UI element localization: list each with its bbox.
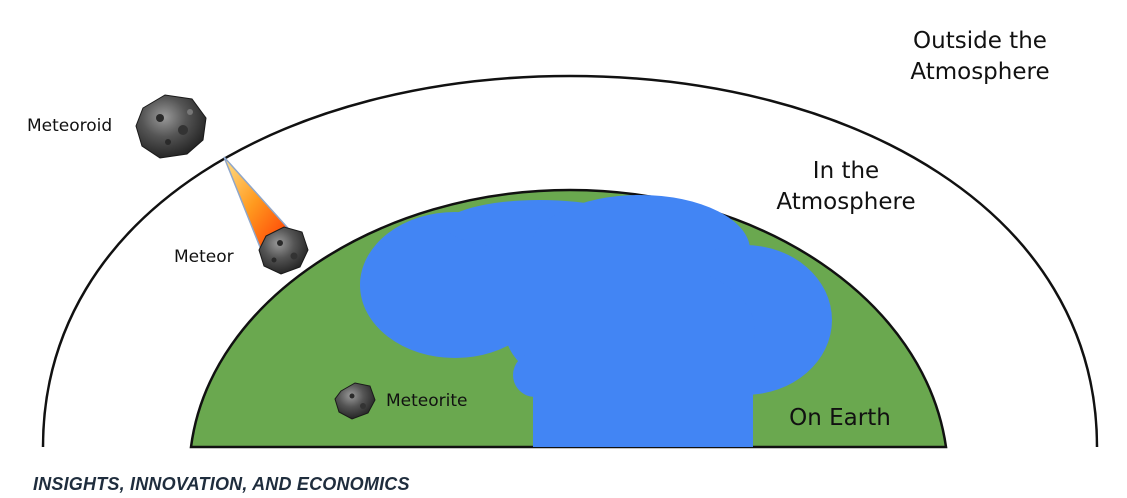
outside-atmosphere-label: Outside the Atmosphere: [882, 26, 1078, 88]
meteoroid-label: Meteoroid: [27, 116, 112, 136]
in-atmosphere-label: In the Atmosphere: [748, 156, 944, 218]
meteorite-label: Meteorite: [386, 391, 468, 411]
footer-tagline: INSIGHTS, INNOVATION, AND ECONOMICS: [33, 474, 410, 495]
on-earth-label: On Earth: [760, 403, 920, 434]
meteoroid-rock-icon: [136, 95, 206, 158]
meteor-label: Meteor: [174, 247, 234, 267]
